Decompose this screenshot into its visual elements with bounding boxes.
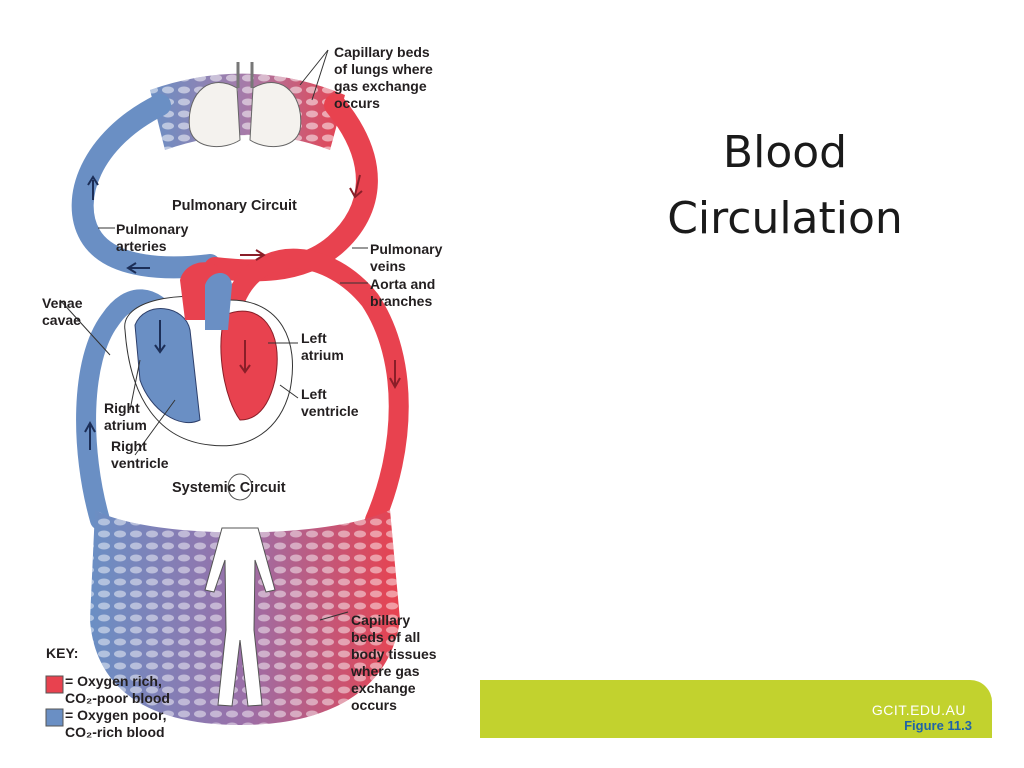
label-systemic-circuit: Systemic Circuit [172, 480, 286, 496]
label-venae-cavae: Venae cavae [42, 295, 83, 328]
aorta-vessel [225, 248, 409, 530]
key-oxygen-poor: = Oxygen poor, CO₂-rich blood [65, 707, 167, 740]
circulation-diagram [45, 49, 409, 727]
figure-caption: Figure 11.3 [904, 718, 972, 733]
label-left-atrium: Left atrium [301, 330, 344, 363]
slide-title: Blood Circulation [667, 127, 903, 244]
heart-icon [124, 262, 293, 447]
key-swatch-oxygen-rich [45, 675, 64, 694]
label-pulmonary-arteries: Pulmonary arteries [116, 221, 189, 254]
label-left-ventricle: Left ventricle [301, 386, 359, 419]
label-aorta: Aorta and branches [370, 276, 436, 309]
pulmonary-arteries-vessel [71, 94, 221, 279]
lungs-icon [188, 62, 302, 148]
key-oxygen-rich: = Oxygen rich, CO₂-poor blood [65, 673, 170, 706]
leader-lines [59, 49, 368, 621]
label-capillary-lungs: Capillary beds of lungs where gas exchan… [334, 44, 433, 111]
label-right-ventricle: Right ventricle [111, 438, 169, 471]
label-pulmonary-veins: Pulmonary veins [370, 241, 443, 274]
label-pulmonary-circuit: Pulmonary Circuit [172, 198, 297, 214]
label-right-atrium: Right atrium [104, 400, 147, 433]
venae-cavae-vessel [76, 289, 180, 530]
flow-arrows [84, 174, 401, 450]
key-title: KEY: [46, 645, 79, 661]
key-swatch-oxygen-poor [45, 708, 64, 727]
footer-site-text: GCIT.EDU.AU [871, 702, 966, 718]
human-figure-icon [204, 473, 276, 707]
footer-band: GCIT.EDU.AU Figure 11.3 [480, 680, 992, 738]
label-capillary-body: Capillary beds of all body tissues where… [351, 612, 437, 713]
lung-capillary-bed [150, 73, 345, 150]
